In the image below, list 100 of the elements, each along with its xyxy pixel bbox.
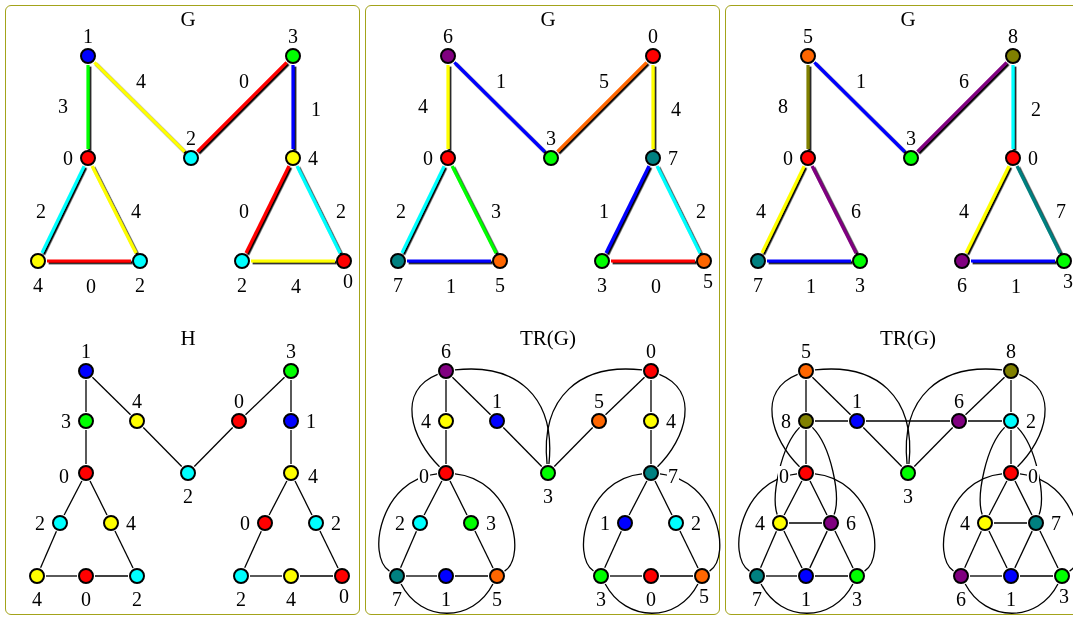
graph-edge (988, 480, 1008, 516)
graph-edge (450, 165, 498, 254)
graph-panel (365, 5, 720, 615)
edge-label: 4 (131, 201, 141, 221)
vertex-label: 0 (645, 589, 657, 609)
graph-edge (971, 259, 1055, 263)
edge-label: 4 (418, 96, 428, 116)
graph-edge (295, 165, 342, 254)
vertex-label: 6 (442, 26, 454, 46)
vertex-label: 5 (698, 586, 710, 606)
graph-panel (5, 5, 360, 615)
vertex-label: 7 (392, 275, 404, 295)
vertex-label: 3 (60, 411, 72, 431)
graph-title: TR(G) (880, 327, 936, 349)
graph-edge (913, 426, 954, 468)
graph-title: G (540, 8, 556, 30)
edge-label: 0 (239, 71, 249, 91)
edge-label: 2 (36, 201, 46, 221)
graph-edge (453, 61, 546, 153)
graph-edge (760, 165, 806, 254)
graph-edge (47, 259, 131, 263)
graph-edge (545, 368, 643, 465)
graph-edge (451, 376, 492, 416)
graph-edge (916, 61, 1008, 153)
edge-label: 7 (1056, 201, 1066, 221)
vertex-label: 5 (491, 589, 503, 609)
graph-edge (679, 530, 699, 569)
vertex-label: 4 (307, 148, 319, 168)
vertex-label: 1 (82, 26, 94, 46)
vertex-label: 3 (596, 275, 608, 295)
edge-label: 4 (959, 201, 969, 221)
graph-edge (964, 165, 1011, 254)
graph-edge (760, 583, 854, 614)
edge-label: 0 (86, 276, 96, 296)
vertex-label: 0 (58, 466, 70, 486)
graph-edge (759, 530, 778, 569)
vertex-label: 2 (182, 486, 194, 506)
vertex-label: 7 (391, 589, 403, 609)
vertex-label: 5 (802, 26, 814, 46)
graph-edge (85, 379, 87, 413)
graph-edge (1014, 480, 1033, 516)
edge-label: 4 (291, 276, 301, 296)
graph-edge (299, 575, 334, 577)
edge-label: 4 (756, 201, 766, 221)
graph-edge (765, 575, 798, 577)
graph-edge (249, 575, 283, 577)
vertex-label: 2 (330, 513, 342, 533)
graph-edge (196, 61, 288, 153)
graph-edge (244, 530, 262, 569)
graph-edge (767, 259, 851, 263)
vertex-label: 1 (851, 391, 863, 411)
graph-edge (405, 575, 438, 577)
vertex-label: 3 (545, 128, 557, 148)
graph-edge (604, 376, 646, 416)
vertex-label: 7 (752, 275, 764, 295)
graph-edge (810, 165, 858, 254)
graph-edge (244, 376, 286, 416)
graph-edge (290, 429, 292, 465)
vertex-label: 2 (394, 513, 406, 533)
graph-edge (650, 429, 652, 465)
graph-title: H (180, 327, 196, 349)
graph-edge (1039, 530, 1059, 569)
vertex-label: 3 (542, 486, 554, 506)
vertex-label: 1 (800, 589, 812, 609)
vertex-label: 4 (31, 589, 43, 609)
graph-edge (449, 480, 468, 516)
vertex-label: 2 (1025, 411, 1037, 431)
graph-edge (654, 480, 673, 516)
vertex-label: 0 (80, 589, 92, 609)
edge-label: 6 (851, 201, 861, 221)
edge-label: 2 (336, 201, 346, 221)
graph-title: G (180, 8, 196, 30)
graph-edge (445, 429, 447, 465)
graph-edge (378, 473, 438, 572)
graph-edge (811, 426, 837, 516)
graph-edge (809, 530, 828, 569)
edge-label: 1 (446, 276, 456, 296)
vertex-label: 3 (595, 589, 607, 609)
vertex-label: 3 (285, 341, 297, 361)
vertex-label: 5 (494, 275, 506, 295)
graph-edge (290, 379, 292, 413)
graph-edge (142, 426, 183, 468)
vertex-label: 2 (185, 128, 197, 148)
graph-edge (943, 473, 1003, 572)
vertex-label: 0 (1027, 466, 1039, 486)
edge-label: 1 (1011, 276, 1021, 296)
graph-edge (834, 530, 854, 569)
vertex-label: 0 (782, 148, 794, 168)
graph-edge (85, 429, 87, 465)
edge-label: 1 (856, 71, 866, 91)
vertex-label: 4 (125, 513, 137, 533)
vertex-label: 2 (690, 513, 702, 533)
graph-edge (604, 583, 699, 614)
graph-edge (604, 530, 622, 569)
graph-edge (788, 522, 823, 524)
graph-title: TR(G) (520, 327, 576, 349)
vertex-label: 6 (955, 589, 967, 609)
vertex-label: 7 (751, 589, 763, 609)
edge-label: 4 (671, 99, 681, 119)
graph-edge (814, 575, 849, 577)
